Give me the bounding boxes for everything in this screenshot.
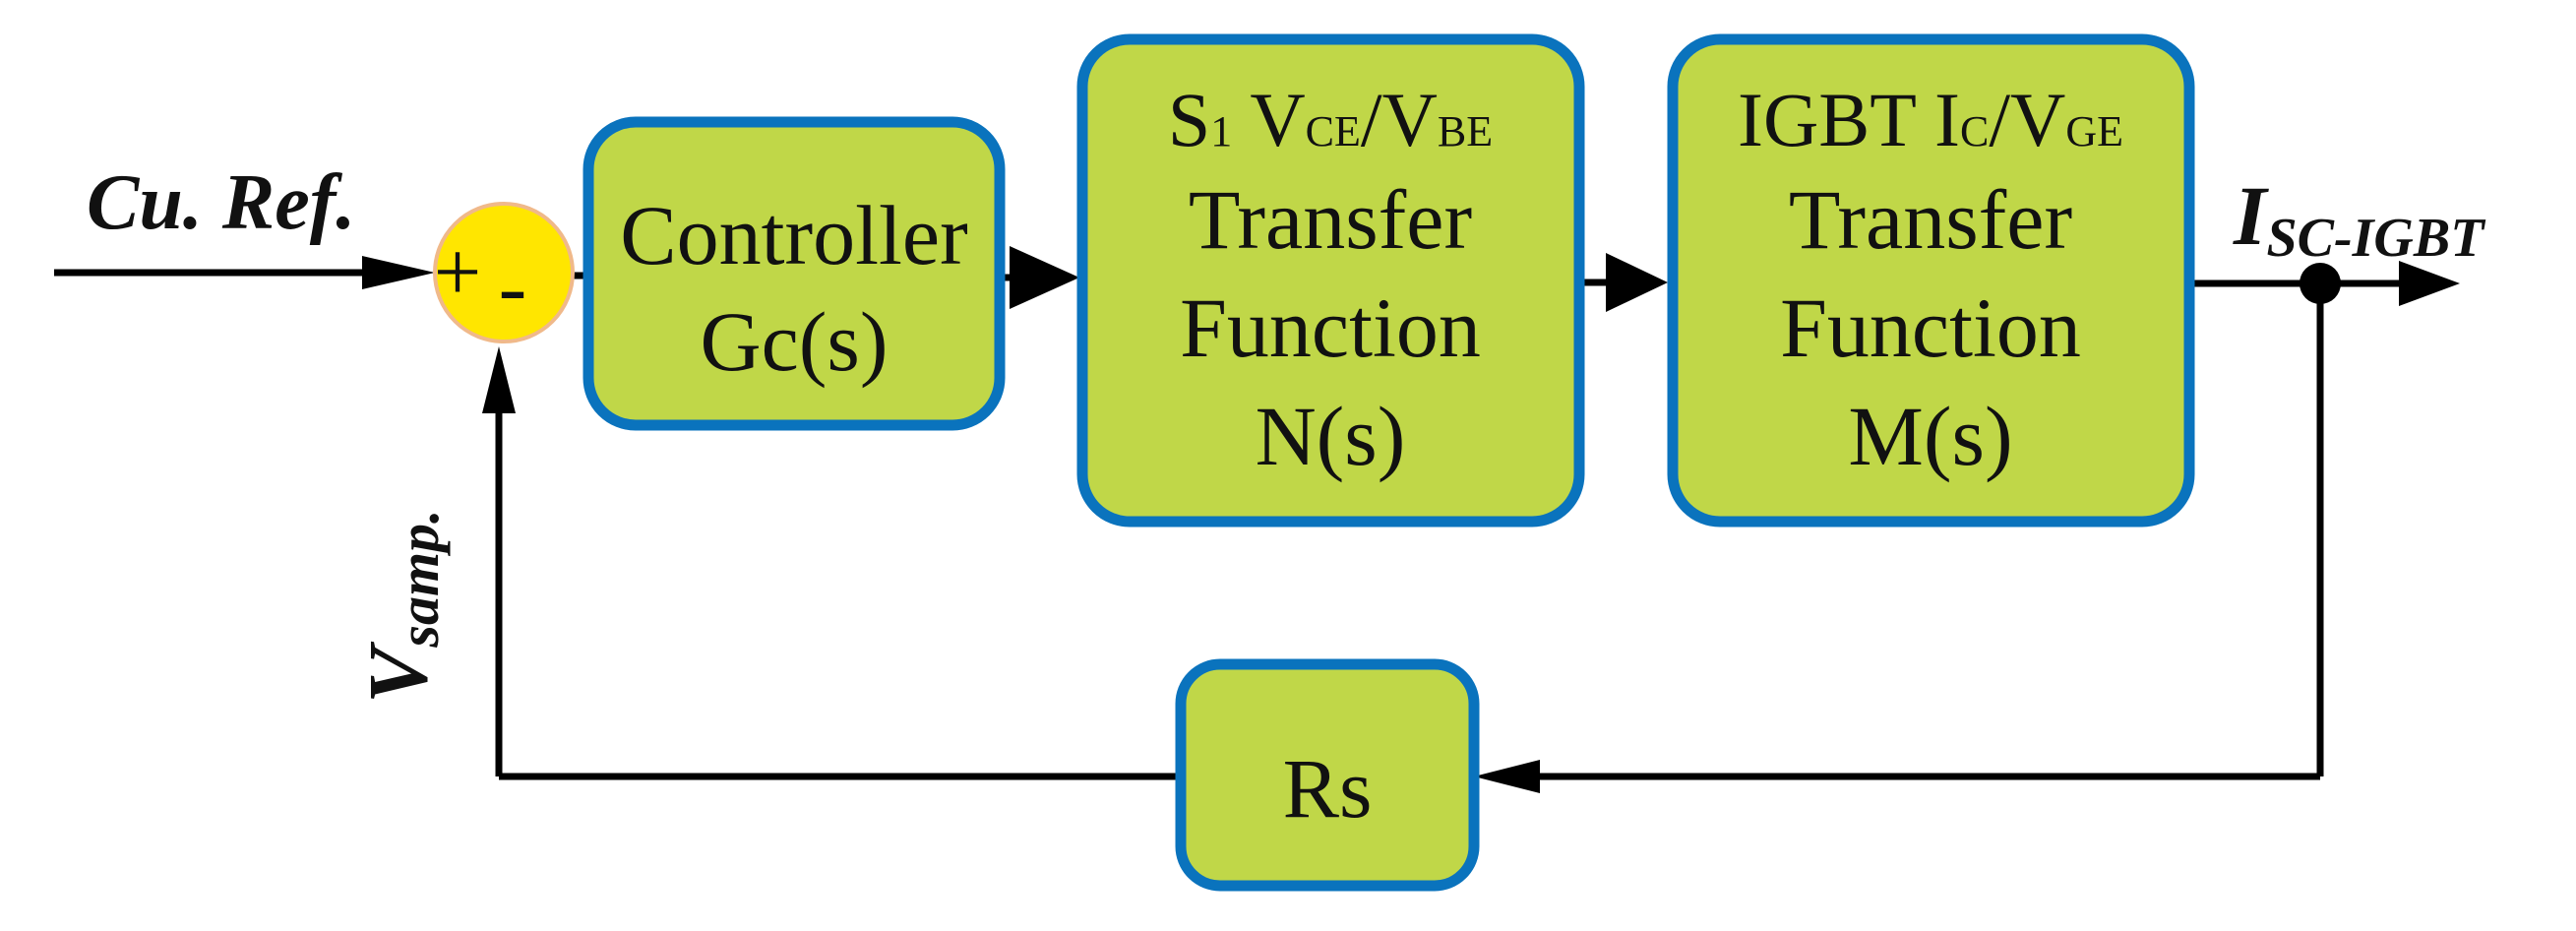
controller-box	[583, 116, 1006, 431]
input-label: Cu. Ref.	[87, 159, 355, 246]
switch-transfer-box	[1076, 33, 1585, 528]
igbt-transfer-block: IGBT IC/VGE Transfer Function M(s)	[1667, 33, 2195, 528]
controller-line2: Gc(s)	[700, 294, 888, 389]
feedback-block: Rs	[1175, 658, 1480, 892]
summer-feedback-arrowhead	[482, 346, 516, 413]
summer-plus: +	[434, 224, 482, 319]
output-label: ISC-IGBT	[2233, 168, 2486, 269]
controller-line1: Controller	[620, 188, 968, 282]
igbt-transfer-box	[1667, 33, 2195, 528]
switch-transfer-line1: S1 VCE/VBE	[1168, 77, 1493, 162]
controller-block: Controller Gc(s)	[583, 116, 1006, 431]
controller-output-arrowhead	[1010, 246, 1079, 309]
switch-transfer-block: S1 VCE/VBE Transfer Function N(s)	[1076, 33, 1585, 528]
arrowheads	[362, 246, 2460, 793]
takeoff-point	[2300, 263, 2341, 304]
switch-transfer-line3: Function	[1180, 280, 1481, 375]
summer-circle	[433, 202, 575, 343]
feedback-line1: Rs	[1283, 741, 1373, 836]
igbt-transfer-line4: M(s)	[1848, 389, 2012, 483]
igbt-transfer-line3: Function	[1780, 280, 2081, 375]
feedback-arrowhead	[1474, 760, 1540, 793]
summer-minus: -	[499, 239, 527, 334]
input-arrowhead	[362, 256, 435, 289]
switch-transfer-line2: Transfer	[1189, 172, 1472, 267]
n-output-arrowhead	[1606, 253, 1668, 312]
output-arrowhead	[2399, 261, 2460, 306]
feedback-box	[1175, 658, 1480, 892]
feedback-label: Vsamp.	[350, 509, 451, 704]
igbt-transfer-line2: Transfer	[1789, 172, 2072, 267]
igbt-transfer-line1: IGBT IC/VGE	[1738, 77, 2123, 162]
summing-junction: + -	[433, 202, 575, 343]
switch-transfer-line4: N(s)	[1256, 389, 1406, 483]
